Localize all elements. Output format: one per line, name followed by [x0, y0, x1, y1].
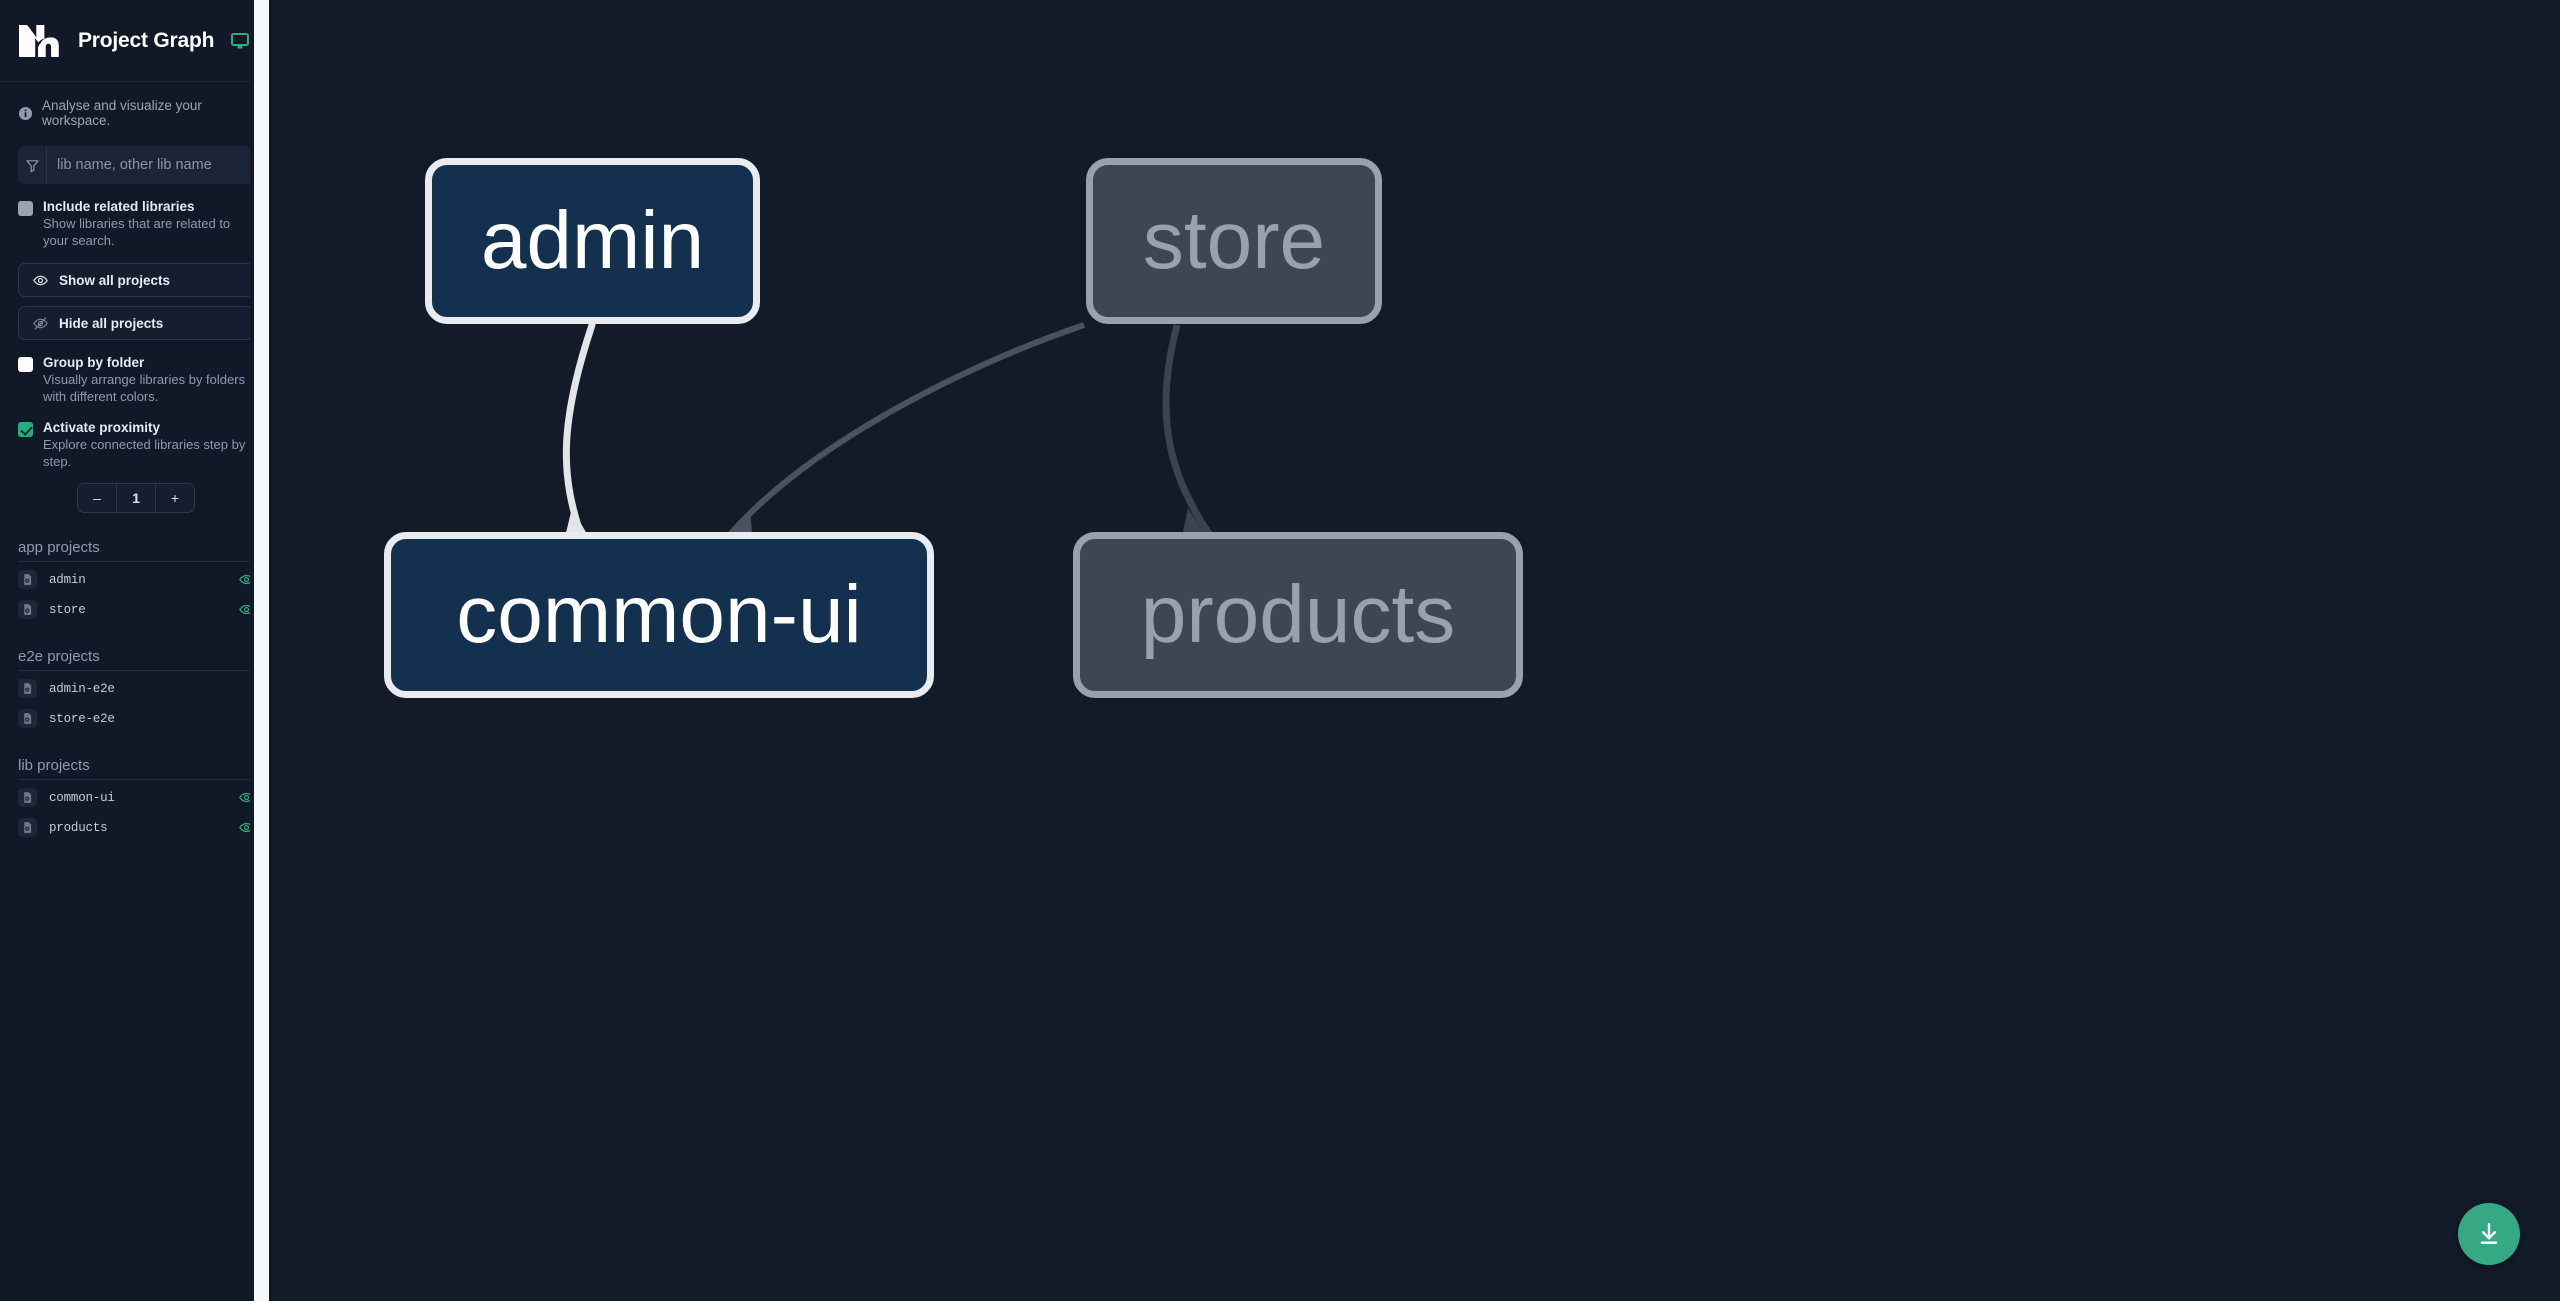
- search-field[interactable]: [18, 146, 254, 184]
- option-activate-proximity[interactable]: Activate proximity Explore connected lib…: [0, 405, 272, 470]
- project-file-icon: [18, 679, 37, 698]
- sidebar-scrollbar-thumb[interactable]: [254, 0, 269, 1301]
- graph-node-products[interactable]: products: [1073, 532, 1523, 698]
- graph-node-label: admin: [480, 195, 705, 286]
- option-title: Activate proximity: [43, 420, 161, 435]
- option-description: Visually arrange libraries by folders wi…: [43, 372, 246, 404]
- proximity-stepper: – 1 +: [77, 483, 195, 513]
- project-name: store-e2e: [49, 711, 115, 726]
- tagline-text: Analyse and visualize your workspace.: [42, 98, 202, 128]
- proximity-increment-button[interactable]: +: [156, 484, 194, 512]
- section-app-projects: app projects admin: [0, 539, 272, 622]
- graph-node-label: common-ui: [456, 569, 862, 660]
- info-icon: [18, 106, 33, 120]
- hide-all-projects-button[interactable]: Hide all projects: [18, 306, 254, 340]
- option-include-related-libraries[interactable]: Include related libraries Show libraries…: [0, 184, 272, 249]
- download-icon: [2480, 1223, 2498, 1244]
- project-name: common-ui: [49, 790, 115, 805]
- section-title: lib projects: [18, 757, 254, 780]
- project-file-icon: [18, 570, 37, 589]
- hide-all-projects-label: Hide all projects: [59, 315, 164, 331]
- section-lib-projects: lib projects common-ui: [0, 757, 272, 840]
- project-row-common-ui[interactable]: common-ui: [18, 785, 254, 810]
- sidebar-header: Project Graph: [0, 0, 272, 82]
- eye-icon: [33, 275, 48, 285]
- monitor-icon[interactable]: [230, 31, 250, 51]
- funnel-icon: [25, 159, 39, 172]
- project-row-admin-e2e[interactable]: admin-e2e: [18, 676, 254, 701]
- sidebar: Project Graph Analyse and visualize your…: [0, 0, 272, 1301]
- download-graph-button[interactable]: [2458, 1203, 2520, 1265]
- graph-canvas[interactable]: admin store common-ui products: [272, 0, 2560, 1301]
- project-name: admin-e2e: [49, 681, 115, 696]
- sidebar-scrollbar-track[interactable]: [250, 0, 272, 1301]
- option-title: Group by folder: [43, 355, 145, 370]
- nx-logo-icon: [19, 24, 59, 57]
- edge-admin-to-common-ui: [562, 321, 602, 560]
- option-description: Explore connected libraries step by step…: [43, 437, 246, 469]
- graph-node-store[interactable]: store: [1086, 158, 1382, 324]
- section-title: e2e projects: [18, 648, 254, 671]
- option-title: Include related libraries: [43, 199, 195, 214]
- project-file-icon: [18, 788, 37, 807]
- section-e2e-projects: e2e projects admin-e2e store-e2e: [0, 648, 272, 731]
- project-file-icon: [18, 818, 37, 837]
- project-file-icon: [18, 600, 37, 619]
- proximity-value: 1: [116, 484, 156, 512]
- group-by-folder-checkbox[interactable]: [18, 357, 33, 372]
- edge-store-to-common-ui: [715, 322, 1085, 552]
- edge-store-to-products: [1162, 324, 1222, 560]
- eye-off-icon: [33, 316, 48, 330]
- project-name: admin: [49, 572, 86, 587]
- show-all-projects-button[interactable]: Show all projects: [18, 263, 254, 297]
- visibility-buttons: Show all projects Hide all projects: [0, 249, 272, 340]
- graph-node-admin[interactable]: admin: [425, 158, 760, 324]
- option-description: Show libraries that are related to your …: [43, 216, 231, 248]
- project-row-store-e2e[interactable]: store-e2e: [18, 706, 254, 731]
- show-all-projects-label: Show all projects: [59, 272, 171, 288]
- project-name: products: [49, 820, 108, 835]
- app-title: Project Graph: [78, 28, 215, 52]
- graph-node-common-ui[interactable]: common-ui: [384, 532, 934, 698]
- option-group-by-folder[interactable]: Group by folder Visually arrange librari…: [0, 340, 272, 405]
- project-name: store: [49, 602, 86, 617]
- project-file-icon: [18, 709, 37, 728]
- project-row-store[interactable]: store: [18, 597, 254, 622]
- include-related-libraries-checkbox[interactable]: [18, 201, 33, 216]
- activate-proximity-checkbox[interactable]: [18, 422, 33, 437]
- tagline: Analyse and visualize your workspace.: [0, 82, 272, 142]
- search-input[interactable]: [47, 146, 254, 184]
- graph-node-label: store: [1142, 195, 1326, 286]
- graph-node-label: products: [1140, 569, 1456, 660]
- project-row-admin[interactable]: admin: [18, 567, 254, 592]
- project-row-products[interactable]: products: [18, 815, 254, 840]
- section-title: app projects: [18, 539, 254, 562]
- proximity-decrement-button[interactable]: –: [78, 484, 116, 512]
- filter-icon-box: [18, 146, 47, 184]
